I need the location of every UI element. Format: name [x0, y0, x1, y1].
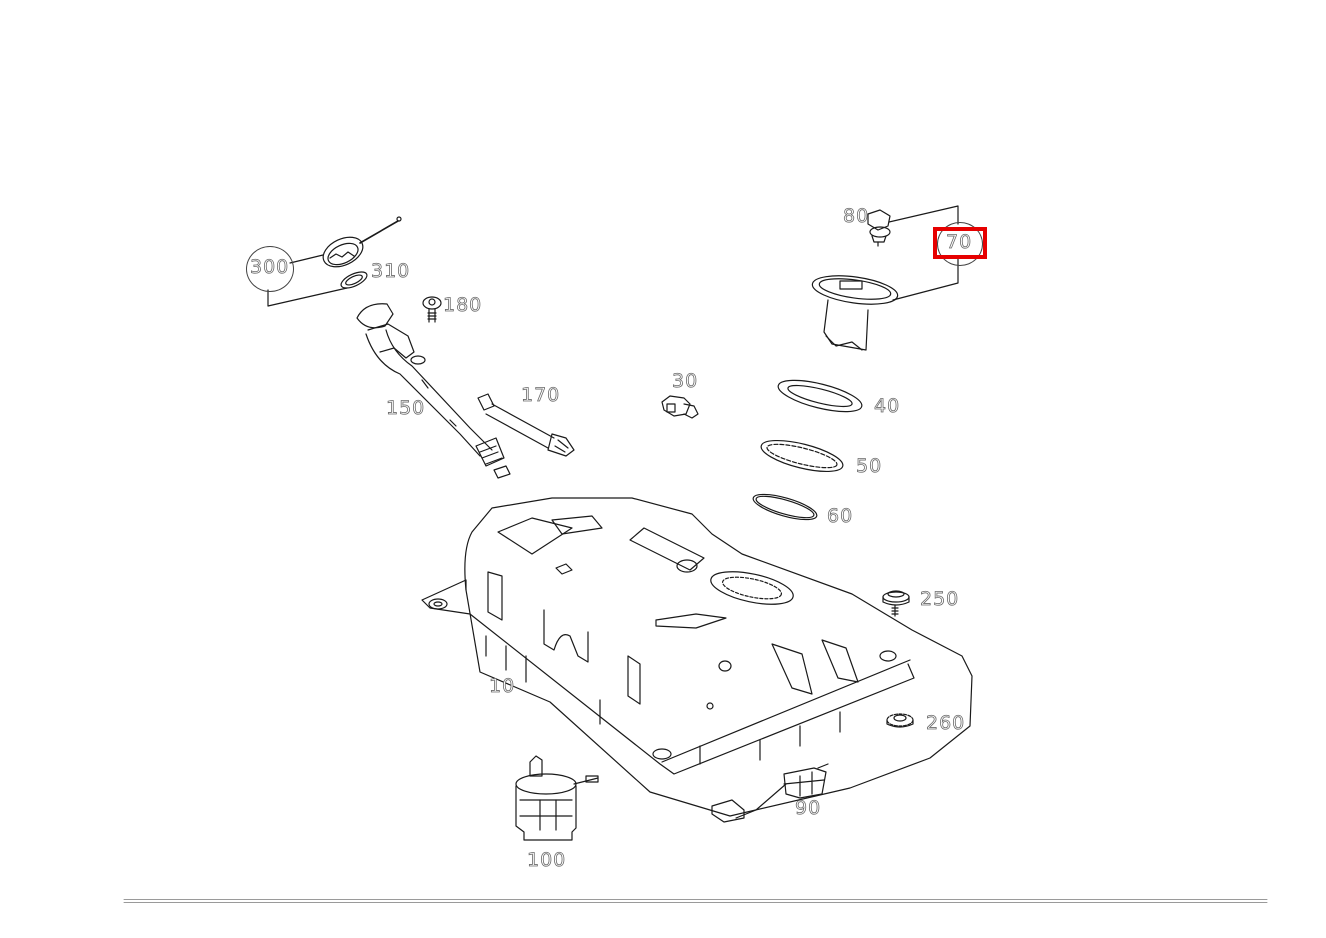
part-300-callout-circle[interactable] [246, 246, 294, 292]
part-label-50[interactable]: 50 [856, 455, 883, 477]
group-300-leader-lines [267, 254, 348, 307]
part-label-150[interactable]: 150 [386, 397, 426, 419]
valve-clip-icon[interactable] [661, 395, 699, 419]
part-label-80[interactable]: 80 [843, 205, 870, 227]
group-70-leader-lines [888, 205, 959, 301]
part-70-callout-circle[interactable] [937, 222, 983, 266]
filler-cap-icon[interactable] [318, 216, 402, 273]
pressure-regulator-icon[interactable] [867, 209, 891, 247]
part-label-60[interactable]: 60 [827, 505, 854, 527]
gasket-ring-icon[interactable] [775, 374, 864, 418]
screw-icon[interactable] [422, 296, 442, 323]
part-label-310[interactable]: 310 [371, 260, 411, 282]
seal-ring-icon[interactable] [751, 489, 819, 524]
part-label-170[interactable]: 170 [521, 384, 561, 406]
pump-flange-assembly-icon[interactable] [811, 271, 900, 351]
fuel-tank-icon[interactable] [421, 497, 973, 817]
cap-seal-icon[interactable] [339, 269, 369, 292]
part-label-10[interactable]: 10 [489, 675, 516, 697]
part-label-70[interactable]: 70 [946, 231, 973, 253]
mounting-bolt-icon[interactable] [882, 590, 910, 617]
part-label-40[interactable]: 40 [874, 395, 901, 417]
part-label-90[interactable]: 90 [795, 797, 822, 819]
part-label-250[interactable]: 250 [920, 588, 960, 610]
filler-neck-icon[interactable] [356, 303, 511, 479]
vent-hose-icon[interactable] [477, 393, 575, 457]
selected-part-highlight [933, 227, 987, 259]
part-label-300[interactable]: 300 [250, 256, 290, 278]
fuel-pump-module-icon[interactable] [515, 755, 599, 841]
part-label-260[interactable]: 260 [926, 712, 966, 734]
part-label-100[interactable]: 100 [527, 849, 567, 871]
part-label-180[interactable]: 180 [443, 294, 483, 316]
lock-ring-icon[interactable] [758, 434, 845, 478]
nut-icon[interactable] [886, 713, 914, 728]
part-label-30[interactable]: 30 [672, 370, 699, 392]
fuel-level-sensor-icon[interactable] [711, 763, 829, 823]
